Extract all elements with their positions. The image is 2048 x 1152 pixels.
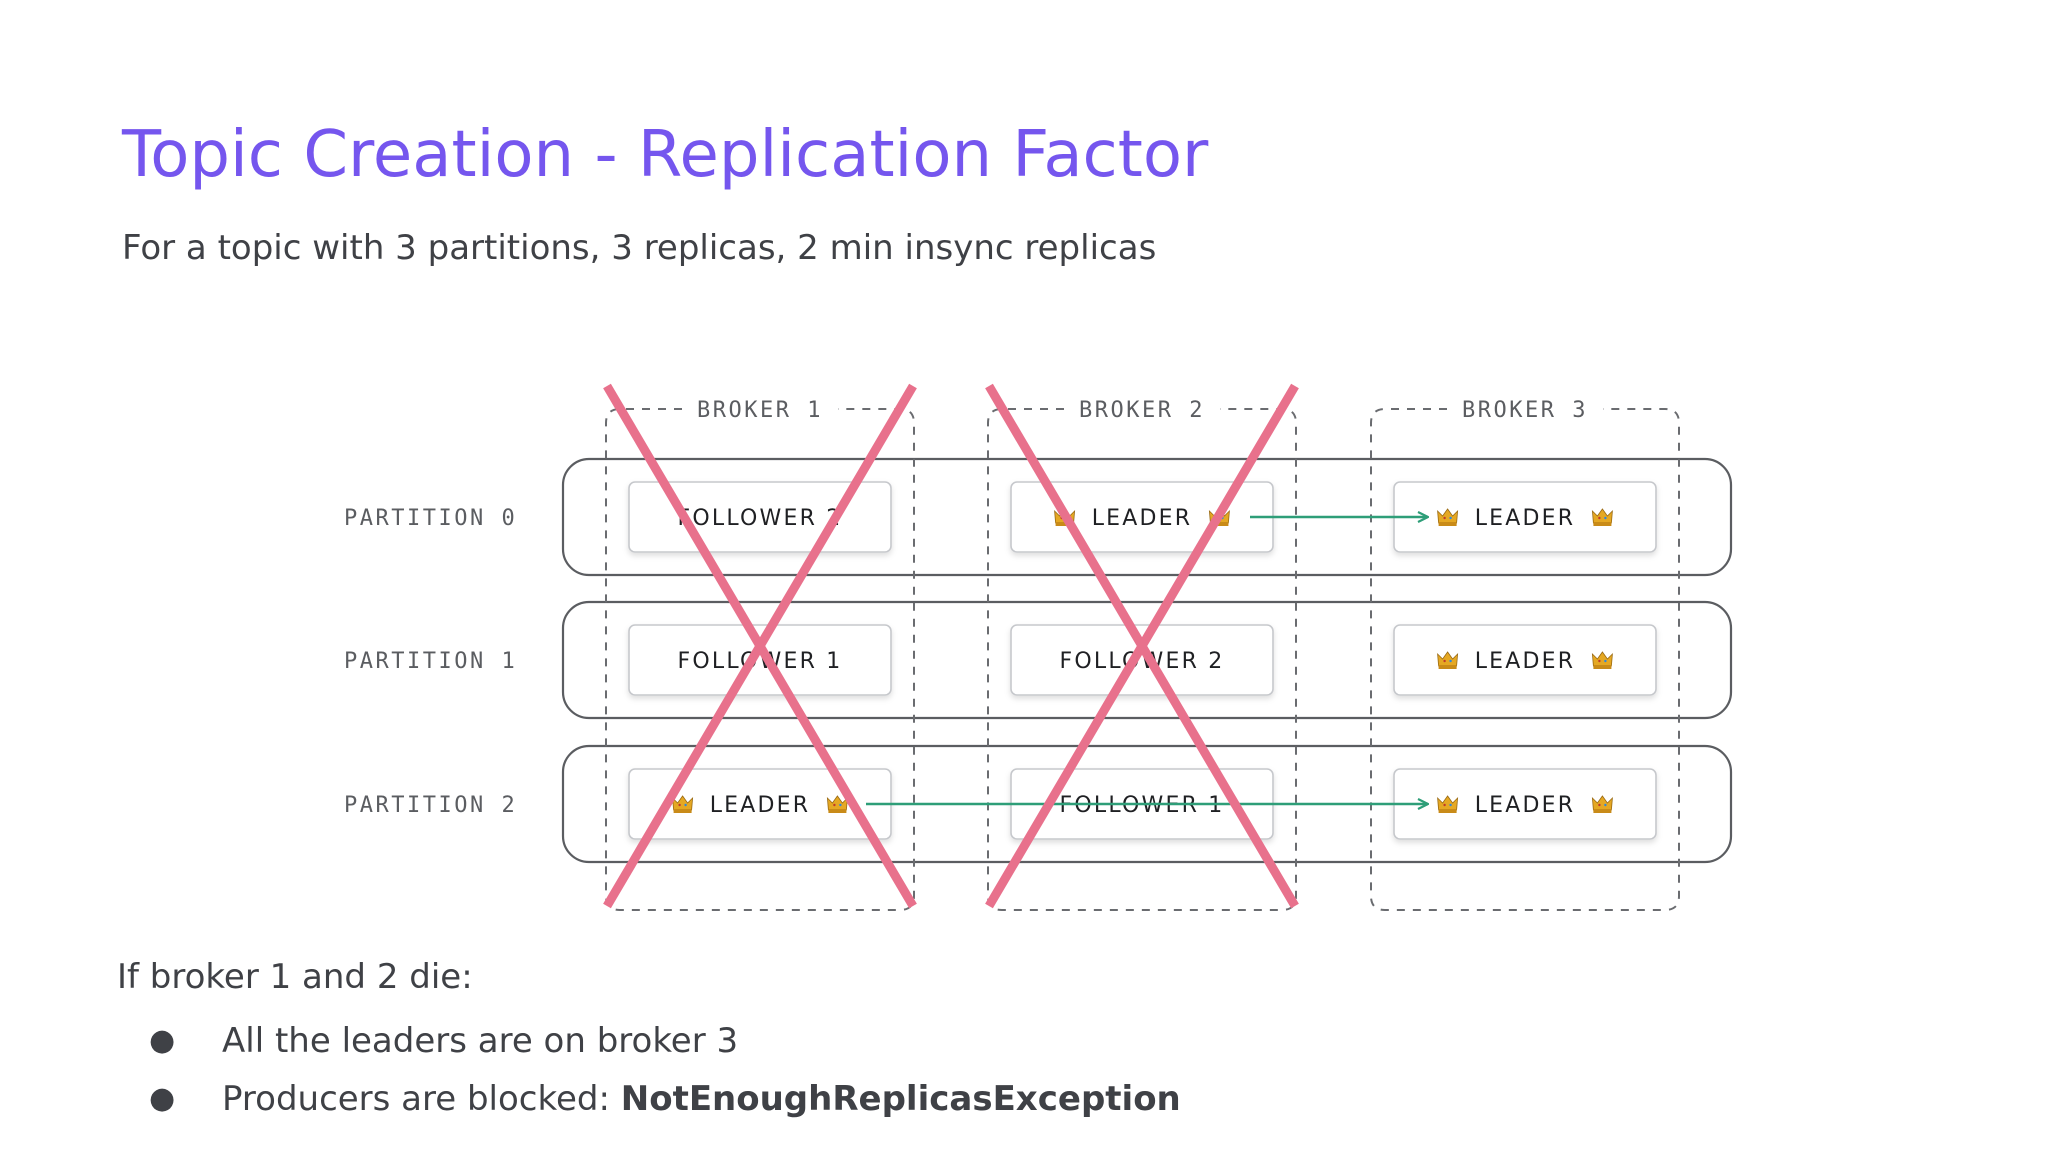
crown-icon xyxy=(1437,508,1459,526)
broker-down-cross xyxy=(985,383,1299,909)
partition-row xyxy=(561,744,1733,864)
bullet-text: Producers are blocked: xyxy=(222,1079,621,1119)
bullet-text: All the leaders are on broker 3 xyxy=(222,1021,739,1061)
bullet-dot: ● xyxy=(149,1081,176,1116)
crown-icon xyxy=(1437,651,1459,669)
replica-label: FOLLOWER 2 xyxy=(678,506,843,531)
crown-icon xyxy=(1591,508,1613,526)
replica-label: LEADER xyxy=(1475,793,1576,818)
crown-icon xyxy=(1591,651,1613,669)
partition-label: PARTITION 2 xyxy=(344,793,517,818)
bullet-dot: ● xyxy=(149,1023,176,1058)
slide-subtitle: For a topic with 3 partitions, 3 replica… xyxy=(122,228,1157,268)
partition-row xyxy=(561,457,1733,577)
replica-label: LEADER xyxy=(1475,649,1576,674)
failure-intro: If broker 1 and 2 die: xyxy=(117,957,473,997)
partition-row xyxy=(561,600,1733,720)
broker-label: BROKER 2 xyxy=(1079,398,1205,423)
crown-icon xyxy=(1591,795,1613,813)
broker-label: BROKER 1 xyxy=(697,398,823,423)
broker-column xyxy=(605,408,915,911)
failure-bullets: ● All the leaders are on broker 3 ● Prod… xyxy=(145,1012,1181,1128)
partition-label: PARTITION 1 xyxy=(344,649,517,674)
replica-card xyxy=(1393,624,1657,696)
broker-down-cross xyxy=(603,383,917,909)
crown-icon xyxy=(826,795,848,813)
bullet-item: ● All the leaders are on broker 3 xyxy=(145,1012,1181,1070)
broker-column xyxy=(1370,408,1680,911)
partition-label: PARTITION 0 xyxy=(344,506,517,531)
replica-label: LEADER xyxy=(1475,506,1576,531)
exception-name: NotEnoughReplicasException xyxy=(620,1079,1181,1119)
replica-card xyxy=(1010,624,1274,696)
slide-title: Topic Creation - Replication Factor xyxy=(122,118,1209,192)
replica-label: LEADER xyxy=(710,793,811,818)
broker-label: BROKER 3 xyxy=(1462,398,1588,423)
replica-label: LEADER xyxy=(1092,506,1193,531)
replica-label: FOLLOWER 1 xyxy=(1060,793,1225,818)
broker-column xyxy=(987,408,1297,911)
crown-icon xyxy=(1437,795,1459,813)
replica-card xyxy=(628,624,892,696)
bullet-item: ● Producers are blocked: NotEnoughReplic… xyxy=(145,1070,1181,1128)
